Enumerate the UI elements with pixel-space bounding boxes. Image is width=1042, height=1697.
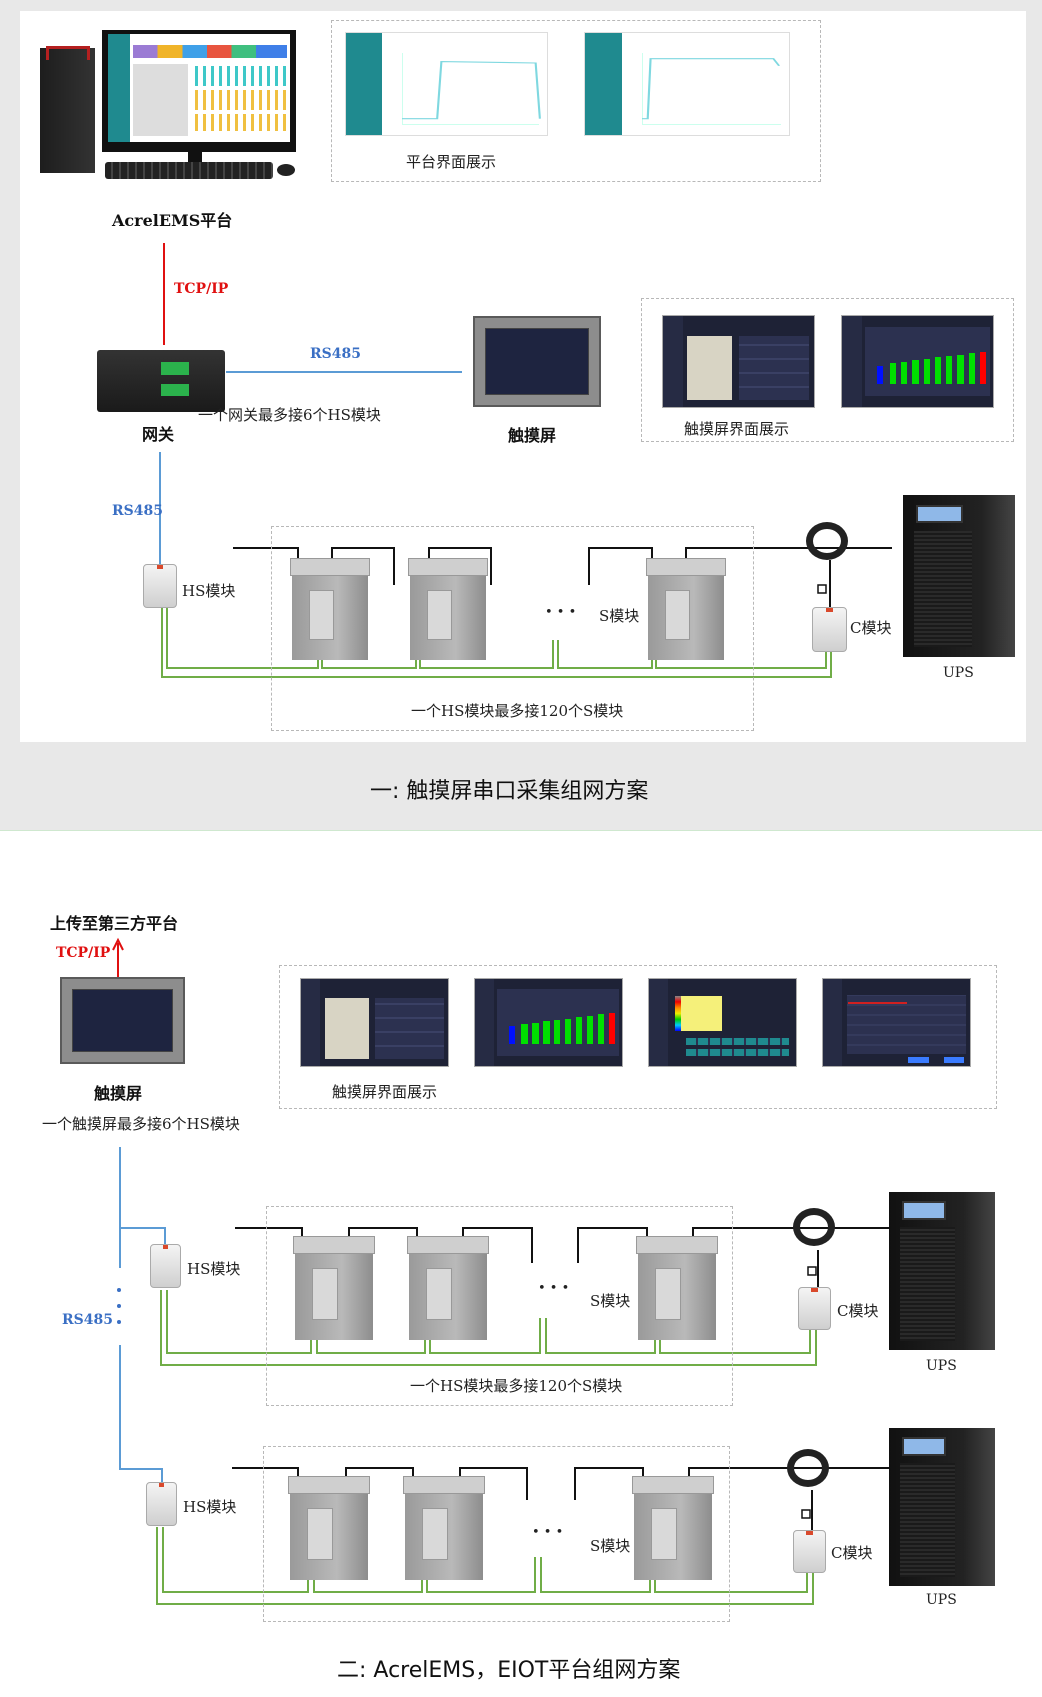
c-module-image — [812, 607, 847, 652]
chart-bar — [877, 365, 884, 384]
chart-bar — [889, 362, 896, 384]
platform-display-label: 平台界面展示 — [406, 153, 497, 171]
ellipsis: • • • — [532, 1525, 564, 1540]
c-module-image — [798, 1287, 831, 1330]
platform-label: AcrelEMS平台 — [112, 211, 233, 230]
pc-tower-image — [40, 46, 95, 173]
row1-ups-label: UPS — [926, 1358, 957, 1374]
chart-bar — [979, 351, 987, 384]
battery-with-s-module — [293, 1236, 375, 1340]
ellipsis: • • • — [538, 1281, 570, 1296]
chart-bar — [576, 1017, 583, 1044]
chart-bar — [587, 1015, 594, 1044]
touch-screenshot-bar-chart — [474, 978, 623, 1067]
row1-c-module-label: C模块 — [837, 1302, 879, 1320]
current-transformer-image — [793, 1208, 835, 1246]
row1-s-module-label: S模块 — [590, 1292, 631, 1310]
row1-s-module-group — [266, 1206, 733, 1406]
section2-rs485-label: RS485 — [62, 1312, 113, 1328]
platform-screenshot-1 — [345, 32, 548, 136]
ups-image — [903, 495, 1015, 657]
chart-bar — [521, 1023, 528, 1044]
chart-bar — [543, 1021, 550, 1044]
monitor-image — [102, 30, 296, 152]
row2-s-module-label: S模块 — [590, 1537, 631, 1555]
touch-screenshot-bar-chart — [841, 315, 994, 408]
row2-ups-label: UPS — [926, 1592, 957, 1608]
ups-image — [889, 1428, 995, 1586]
battery-with-s-module — [403, 1476, 485, 1580]
keyboard-image — [105, 162, 273, 179]
ups-label: UPS — [943, 665, 974, 681]
gateway-image — [97, 350, 225, 412]
rs485-gateway-touchscreen-label: RS485 — [310, 346, 361, 362]
battery-with-s-module — [288, 1476, 370, 1580]
mouse-image — [277, 164, 295, 176]
touch-screenshot-overview — [662, 315, 815, 408]
chart-bar — [912, 360, 919, 384]
touch-display-group — [641, 298, 1014, 442]
touch-screenshot-heatmap — [648, 978, 797, 1067]
tcpip-label: TCP/IP — [174, 281, 229, 297]
touchscreen-capacity-note: 一个触摸屏最多接6个HS模块 — [42, 1115, 240, 1133]
c-module-image — [793, 1530, 826, 1573]
s-module-label: S模块 — [599, 607, 640, 625]
touchscreen-image — [473, 316, 601, 407]
current-transformer-image — [787, 1449, 829, 1487]
row1-hs-capacity-note: 一个HS模块最多接120个S模块 — [410, 1377, 623, 1395]
chart-bar — [532, 1022, 539, 1044]
section2-touch-display-group — [279, 965, 997, 1109]
battery-with-s-module — [408, 558, 488, 660]
section2-title: 二: AcrelEMS，EIOT平台组网方案 — [337, 1658, 681, 1683]
touch-display-label: 触摸屏界面展示 — [684, 420, 790, 438]
row2-c-module-label: C模块 — [831, 1544, 873, 1562]
chart-bar — [598, 1013, 605, 1044]
platform-screenshot-2 — [584, 32, 790, 136]
row2-s-module-group — [263, 1446, 730, 1622]
battery-with-s-module — [646, 558, 726, 660]
section2-touchscreen-label: 触摸屏 — [94, 1084, 143, 1103]
touchscreen-label: 触摸屏 — [508, 426, 557, 445]
section1-title: 一: 触摸屏串口采集组网方案 — [370, 779, 649, 804]
battery-with-s-module — [290, 558, 370, 660]
rs485-hs-label: RS485 — [112, 503, 163, 519]
s-module-group — [271, 526, 754, 731]
current-transformer-image — [806, 522, 848, 560]
c-module-label: C模块 — [850, 619, 892, 637]
section2-touchscreen-image — [60, 977, 185, 1064]
row1-hs-module-label: HS模块 — [187, 1260, 241, 1278]
chart-bar — [900, 361, 908, 384]
ellipsis: • • • — [545, 605, 577, 620]
touch-screenshot-overview — [300, 978, 449, 1067]
ups-image — [889, 1192, 995, 1350]
chart-bar — [923, 358, 930, 384]
chart-bar — [565, 1018, 572, 1044]
chart-bar — [554, 1019, 561, 1044]
hs-module-image — [143, 564, 177, 608]
battery-with-s-module — [407, 1236, 489, 1340]
gateway-label: 网关 — [142, 425, 175, 444]
hs-module-image — [146, 1482, 177, 1526]
row2-hs-module-label: HS模块 — [183, 1498, 237, 1516]
chart-bar — [934, 357, 942, 384]
touch-screenshot-alarm-list — [822, 978, 971, 1067]
section-divider — [0, 830, 1042, 831]
upload-label: 上传至第三方平台 — [50, 914, 179, 933]
chart-bar — [509, 1026, 516, 1044]
section2-touch-display-label: 触摸屏界面展示 — [332, 1083, 438, 1101]
chart-bar — [957, 354, 964, 384]
hs-module-image — [150, 1244, 181, 1288]
chart-bar — [968, 352, 975, 384]
gateway-note: 一个网关最多接6个HS模块 — [198, 406, 381, 424]
chart-bar — [609, 1013, 616, 1044]
platform-display-group — [331, 20, 821, 182]
battery-with-s-module — [636, 1236, 718, 1340]
chart-bar — [946, 355, 953, 384]
hs-capacity-note: 一个HS模块最多接120个S模块 — [411, 702, 624, 720]
section2-tcpip-label: TCP/IP — [56, 945, 111, 961]
battery-with-s-module — [632, 1476, 714, 1580]
hs-module-label: HS模块 — [182, 582, 236, 600]
